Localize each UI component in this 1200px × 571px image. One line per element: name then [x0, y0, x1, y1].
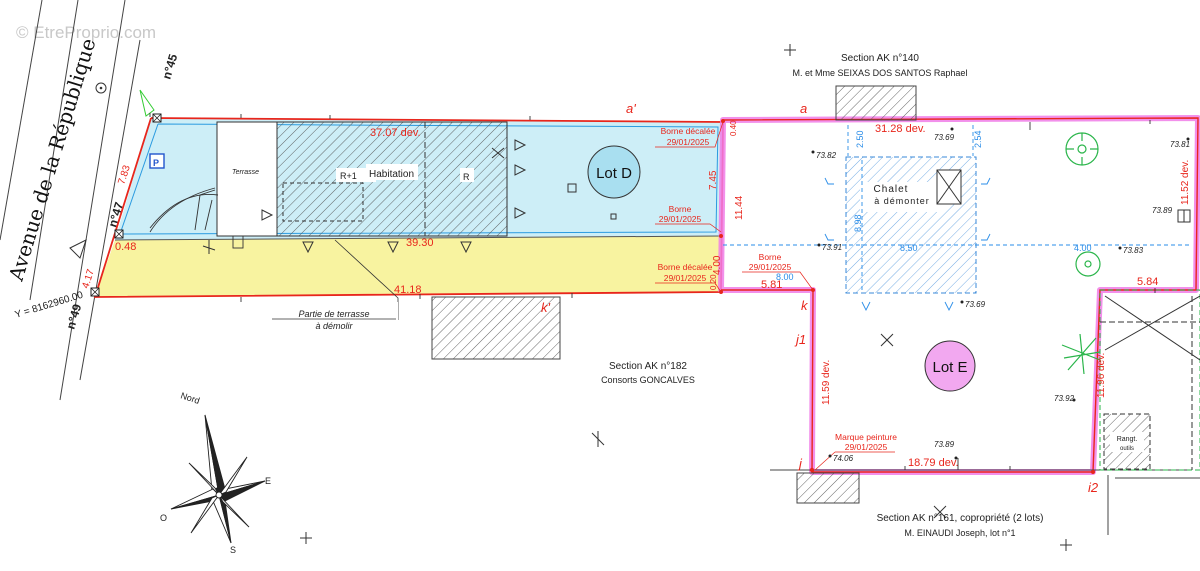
electric-meter-icon: [149, 153, 165, 169]
dim-7-45: 7.45: [708, 170, 719, 190]
dim-4-17: 4.17: [80, 268, 97, 290]
watermark: © EtreProprio.com: [16, 23, 156, 42]
marque-peinture: Marque peinture: [835, 432, 897, 442]
compass-north-label: Nord: [179, 390, 201, 406]
terrace-note-line2: à démolir: [315, 321, 353, 331]
street-marker-triangle: [69, 239, 87, 259]
street-number-49: n°49: [63, 302, 84, 331]
terrace-note-line1: Partie de terrasse: [298, 309, 369, 319]
svg-text:R: R: [463, 172, 470, 182]
building-terrasse: Terrasse: [216, 121, 278, 237]
section-ak182-title: Section AK n°182: [609, 361, 687, 372]
neighbour-building-ak140: [835, 85, 917, 121]
compass-east-label: E: [265, 476, 271, 486]
lot-d-badge: [587, 145, 641, 199]
borne-date-4: 29/01/2025: [749, 262, 792, 272]
svg-text:Chalet: Chalet: [874, 184, 909, 195]
point-k-prime: k': [541, 300, 551, 315]
elevation-2: 73.82: [816, 151, 837, 160]
elevation-6: 73.89: [1152, 206, 1173, 215]
dim-39-30: 39.30: [406, 237, 434, 249]
svg-text:à démonter: à démonter: [874, 196, 930, 206]
section-ak140-title: Section AK n°140: [841, 53, 919, 64]
elevation-3: 73.91: [822, 243, 842, 252]
dim-8-00: 8.00: [776, 272, 794, 282]
svg-text:Terrasse: Terrasse: [232, 169, 259, 176]
elevation-7: 73.83: [1123, 246, 1144, 255]
borne-date-1: 29/01/2025: [667, 137, 710, 147]
lot-e-label: Lot E: [932, 359, 967, 376]
dim-11-52: 11.52 dev.: [1180, 160, 1191, 205]
borne-decalee-3: Borne décalée: [658, 262, 713, 272]
elevation-5: 73.81: [1170, 140, 1190, 149]
elevation-8: 73.89: [934, 440, 955, 449]
dim-5-84: 5.84: [1137, 276, 1158, 288]
elevation-1: 73.69: [934, 133, 955, 142]
section-ak161-owner: M. EINAUDI Joseph, lot n°1: [904, 528, 1015, 538]
borne-date-3: 29/01/2025: [664, 273, 707, 283]
neighbour-building-ak182: [431, 296, 561, 360]
dim-41-18: 41.18: [394, 284, 422, 296]
lot-d-label: Lot D: [596, 165, 632, 182]
dim-11-96: 11.96 dev.: [1096, 353, 1107, 398]
section-ak161-title: Section AK n°161, copropriété (2 lots): [877, 513, 1044, 524]
dim-18-79: 18.79 dev.: [908, 457, 959, 469]
section-ak182-owner: Consorts GONCALVES: [601, 375, 695, 385]
dim-4-00-blue: 4.00: [1074, 243, 1092, 253]
borne-2: Borne: [669, 204, 692, 214]
street-number-45: n°45: [159, 52, 180, 81]
dim-8-98: 8.98: [853, 214, 863, 232]
elevation-9: 74.06: [833, 454, 854, 463]
dim-31-28: 31.28 dev.: [875, 123, 926, 135]
dim-11-44: 11.44: [734, 195, 745, 220]
point-k: k: [801, 298, 809, 313]
compass-south-label: S: [230, 545, 236, 555]
point-j: j: [797, 456, 803, 471]
dim-5-81: 5.81: [761, 279, 782, 291]
section-ak140-owner: M. et Mme SEIXAS DOS SANTOS Raphael: [793, 68, 968, 78]
dim-11-59: 11.59 dev.: [821, 360, 832, 405]
borne-decalee-1: Borne décalée: [661, 126, 716, 136]
borne-date-2: 29/01/2025: [659, 214, 702, 224]
svg-text:Habitation: Habitation: [369, 169, 414, 180]
compass-west-label: O: [160, 513, 167, 523]
dim-0-40: 0.40: [729, 120, 738, 136]
lot-d-markers: [261, 139, 617, 254]
dim-0-48: 0.48: [115, 241, 136, 253]
point-i2: i2: [1088, 480, 1099, 495]
compass-rose-icon: [170, 414, 266, 544]
svg-text:P: P: [153, 158, 159, 168]
dim-4-00: 4.00: [712, 255, 723, 275]
rangt-outils-line2: outils: [1120, 446, 1134, 452]
dim-2-54: 2.54: [973, 130, 983, 148]
dim-2-50: 2.50: [855, 130, 865, 148]
point-a-prime: a': [626, 101, 636, 116]
lot-e-badge: [924, 340, 976, 392]
marque-date: 29/01/2025: [845, 442, 888, 452]
street-edges: [0, 0, 141, 401]
dim-8-50: 8.50: [900, 243, 918, 253]
elevation-4: 73.69: [965, 300, 986, 309]
svg-text:R+1: R+1: [340, 171, 357, 181]
annex-right: [1099, 289, 1200, 471]
neighbour-building-ak161: [796, 472, 860, 504]
survey-station-marker: [95, 82, 107, 94]
rangt-outils-line1: Rangt.: [1117, 436, 1138, 443]
elevation-10: 73.92: [1054, 394, 1075, 403]
dim-37-07: 37.07 dev.: [370, 127, 421, 139]
point-a: a: [800, 101, 807, 116]
borne-4: Borne: [759, 252, 782, 262]
tree-symbol: [1061, 132, 1101, 375]
chalet-to-dismantle: Chalet à démonter: [845, 156, 977, 294]
dim-0-20: 0.20: [709, 274, 718, 290]
terrace-strip: [95, 236, 721, 297]
building-habitation: R+1 Habitation R: [276, 121, 508, 237]
street-name: Avenue de la République: [4, 35, 101, 284]
point-j1: j1: [794, 332, 806, 347]
